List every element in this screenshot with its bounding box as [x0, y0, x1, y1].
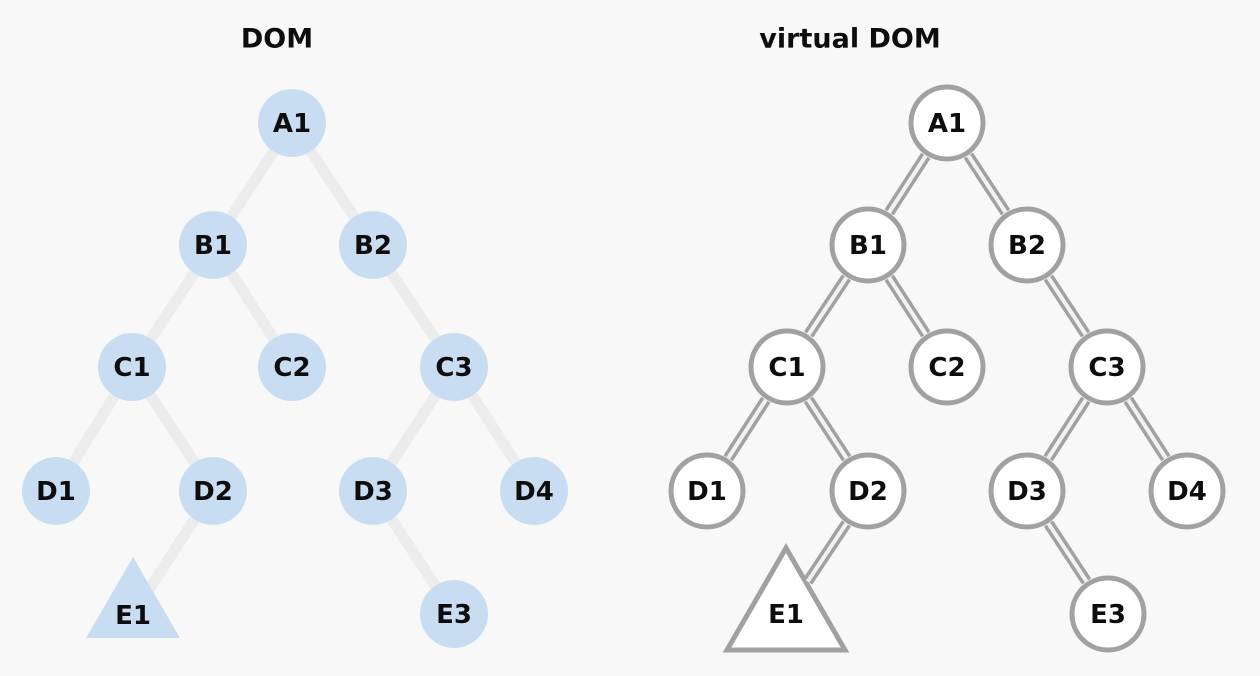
dom-node-label-C2: C2 — [273, 353, 310, 383]
virtual-dom-node-label-C1: C1 — [768, 353, 805, 383]
dom-node-D4 — [500, 457, 568, 525]
virtual-dom-edge-inner-D2-E1 — [805, 522, 849, 583]
dom-node-label-D3: D3 — [353, 477, 393, 507]
dom-node-C1 — [98, 333, 166, 401]
dom-node-label-A1: A1 — [273, 109, 311, 139]
dom-node-D1 — [22, 457, 90, 525]
dom-node-label-B2: B2 — [354, 231, 392, 261]
dom-node-label-C3: C3 — [435, 353, 472, 383]
dom-node-label-D4: D4 — [514, 477, 554, 507]
virtual-dom-node-label-E3: E3 — [1090, 600, 1126, 630]
dom-node-E3 — [420, 580, 488, 648]
dom-node-label-D1: D1 — [36, 477, 76, 507]
dom-node-E1 — [86, 557, 180, 638]
dom-node-label-D2: D2 — [193, 477, 233, 507]
virtual-dom-node-label-B2: B2 — [1008, 231, 1046, 261]
dom-node-C3 — [420, 333, 488, 401]
virtual-dom-node-label-E1: E1 — [768, 600, 804, 630]
virtual-dom-node-D3 — [988, 452, 1066, 530]
dom-node-D3 — [339, 457, 407, 525]
virtual-dom-node-C3 — [1068, 328, 1146, 406]
virtual-dom-node-label-A1: A1 — [928, 109, 966, 139]
virtual-dom-edge-inner-D3-E3 — [1046, 522, 1089, 583]
dom-title: DOM — [241, 24, 313, 55]
dom-node-label-C1: C1 — [113, 353, 150, 383]
dom-node-B1 — [179, 211, 247, 279]
virtual-dom-node-D2 — [829, 452, 907, 530]
dom-node-A1 — [258, 89, 326, 157]
virtual-dom-node-C1 — [748, 328, 826, 406]
virtual-dom-node-label-D2: D2 — [848, 477, 888, 507]
dom-node-label-B1: B1 — [194, 231, 232, 261]
virtual-dom-edge-inner-C3-D4 — [1126, 398, 1168, 460]
virtual-dom-edge-inner-B1-C1 — [806, 276, 849, 336]
virtual-dom-node-B1 — [829, 206, 907, 284]
dom-node-D2 — [179, 457, 247, 525]
virtual-dom-title: virtual DOM — [759, 24, 940, 55]
virtual-dom-node-label-B1: B1 — [849, 231, 887, 261]
virtual-dom-edge-inner-A1-B1 — [887, 154, 928, 214]
virtual-dom-node-E1 — [722, 543, 850, 653]
virtual-dom-edge-inner-A1-B2 — [966, 154, 1008, 214]
virtual-dom-node-label-C2: C2 — [928, 353, 965, 383]
virtual-dom-node-A1 — [908, 84, 986, 162]
virtual-dom-edge-inner-B1-C2 — [887, 276, 928, 336]
virtual-dom-node-C2 — [908, 328, 986, 406]
virtual-dom-edge-inner-C1-D1 — [726, 398, 768, 460]
virtual-dom-node-B2 — [988, 206, 1066, 284]
virtual-dom-node-label-D3: D3 — [1007, 477, 1047, 507]
virtual-dom-node-label-C3: C3 — [1088, 353, 1125, 383]
dom-node-label-E1: E1 — [115, 601, 151, 631]
dom-node-B2 — [339, 211, 407, 279]
virtual-dom-node-D1 — [668, 452, 746, 530]
virtual-dom-node-label-D1: D1 — [687, 477, 727, 507]
virtual-dom-edge-inner-C1-D2 — [806, 398, 849, 460]
virtual-dom-node-label-D4: D4 — [1167, 477, 1207, 507]
dom-node-label-E3: E3 — [436, 600, 472, 630]
virtual-dom-node-D4 — [1148, 452, 1226, 530]
dom-node-C2 — [258, 333, 326, 401]
virtual-dom-edge-inner-C3-D3 — [1046, 398, 1088, 460]
virtual-dom-node-E3 — [1069, 575, 1147, 653]
virtual-dom-edge-inner-B2-C3 — [1046, 276, 1088, 336]
